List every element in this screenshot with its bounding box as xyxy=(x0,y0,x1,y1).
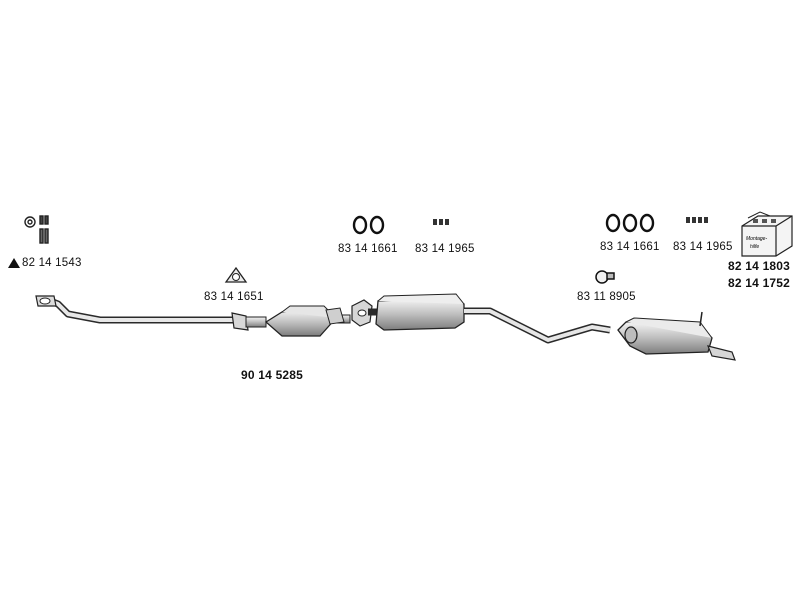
box-text-2: hilfe xyxy=(750,244,759,250)
clamps-rear-icon xyxy=(686,217,708,223)
mounting-kit-number-2: 82 14 1752 xyxy=(728,276,791,290)
middle-silencer xyxy=(368,293,465,331)
rubber-mounts-front-number: 83 14 1661 xyxy=(338,243,398,255)
catalytic-converter xyxy=(231,305,351,337)
rubber-mounts-rear-icon xyxy=(605,213,655,233)
flange-joint xyxy=(351,299,373,327)
fitting-kit-number: 82 14 1543 xyxy=(22,257,82,269)
mounting-kit-number-1: 82 14 1803 xyxy=(728,259,791,273)
rubber-mounts-front-icon xyxy=(352,215,385,235)
rubber-mounts-rear-number: 83 14 1661 xyxy=(600,241,660,253)
fitting-kit-label: 82 14 1543 xyxy=(22,257,82,269)
box-text-1: Montage- xyxy=(746,236,767,242)
front-pipe xyxy=(35,295,238,324)
pipe-clamp-number: 83 11 8905 xyxy=(577,291,636,303)
mounting-kit-box-icon: Montage- hilfe xyxy=(741,211,793,257)
gasket-icon xyxy=(224,266,248,283)
middle-pipe xyxy=(464,307,611,344)
clamps-front-number: 83 14 1965 xyxy=(415,243,475,255)
clamps-front-icon xyxy=(433,219,449,225)
pipe-clamp-icon xyxy=(595,270,615,284)
downpipe-gasket-number: 83 14 1651 xyxy=(204,291,264,303)
clamps-rear-number: 83 14 1965 xyxy=(673,241,733,253)
fitting-kit-icon xyxy=(24,215,49,244)
catalyst-pipe-number: 90 14 5285 xyxy=(241,368,304,382)
rear-silencer xyxy=(617,311,736,361)
triangle-marker-icon xyxy=(8,258,20,268)
